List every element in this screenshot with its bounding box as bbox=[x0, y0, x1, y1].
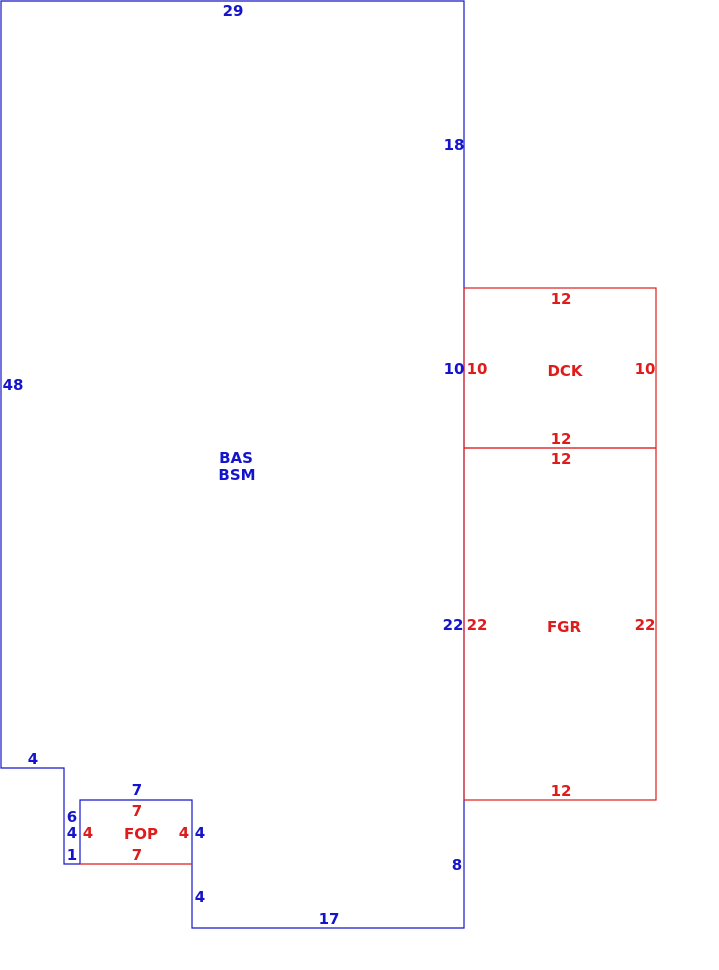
fgr-left: 22 bbox=[467, 616, 488, 634]
dck-left: 10 bbox=[467, 360, 488, 378]
dim-right-lower: 8 bbox=[452, 856, 462, 874]
dim-step-top: 4 bbox=[28, 750, 38, 768]
dim-step-b: 4 bbox=[67, 824, 77, 842]
dim-fop-top: 7 bbox=[132, 781, 142, 799]
fop-code: FOP bbox=[124, 825, 158, 843]
fgr-outline bbox=[463, 447, 657, 801]
fgr-top: 12 bbox=[551, 450, 572, 468]
dck-code: DCK bbox=[547, 362, 583, 380]
dim-right-fgr: 22 bbox=[443, 616, 464, 634]
dim-fop-side: 4 bbox=[195, 824, 205, 842]
dim-left: 48 bbox=[3, 376, 24, 394]
fgr-code: FGR bbox=[547, 618, 582, 636]
fop-top: 7 bbox=[132, 802, 142, 820]
fop-right: 4 bbox=[179, 824, 189, 842]
fgr-bottom: 12 bbox=[551, 782, 572, 800]
fop-left: 4 bbox=[83, 824, 93, 842]
dim-right-upper: 18 bbox=[444, 136, 465, 154]
main-code-bas: BAS bbox=[219, 449, 253, 467]
dim-bottom: 17 bbox=[319, 910, 340, 928]
dim-notch-side: 4 bbox=[195, 888, 205, 906]
dck-right: 10 bbox=[635, 360, 656, 378]
main-code-bsm: BSM bbox=[218, 466, 255, 484]
dim-step-c: 1 bbox=[67, 846, 77, 864]
fgr-right: 22 bbox=[635, 616, 656, 634]
dim-step-a: 6 bbox=[67, 808, 77, 826]
dck-top: 12 bbox=[551, 290, 572, 308]
dim-top: 29 bbox=[223, 2, 244, 20]
dim-right-mid: 10 bbox=[444, 360, 465, 378]
dck-bottom: 12 bbox=[551, 430, 572, 448]
fop-bottom: 7 bbox=[132, 846, 142, 864]
